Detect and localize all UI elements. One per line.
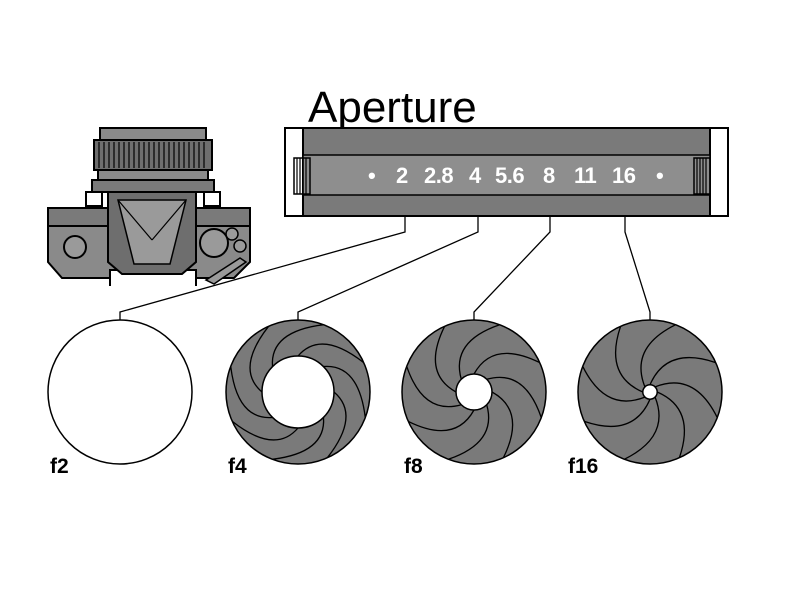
diaphragm-blade	[640, 324, 676, 388]
aperture-opening	[642, 384, 658, 400]
connector-f4	[297, 216, 479, 322]
diaphragm-blade	[434, 326, 457, 393]
diaphragm-blade	[649, 356, 716, 386]
diaphragm-blade	[326, 391, 347, 459]
diaphragm-blade	[230, 366, 273, 419]
diaphragm-blade	[297, 343, 365, 364]
diaphragm-blade	[486, 376, 542, 418]
connector-f8	[473, 216, 551, 322]
fstop-11: 11	[574, 163, 597, 188]
fstop-5-6: 5.6	[495, 163, 524, 188]
diaphragm-f8: f8	[401, 319, 547, 478]
diaphragm-blade	[272, 417, 325, 460]
connector-f16	[624, 216, 651, 322]
diaphragm-blade	[458, 324, 500, 380]
diaphragm-f4: f4	[225, 319, 371, 478]
diaphragm-blade	[582, 366, 646, 402]
fstop-2: 2	[396, 163, 408, 188]
diaphragm-blade	[408, 409, 475, 432]
aperture-opening	[261, 355, 335, 429]
diaphragm-blade	[473, 352, 540, 375]
diaphragm-blade	[448, 404, 490, 460]
diaphragm-blade	[624, 396, 660, 460]
diaphragm-outline	[47, 319, 193, 465]
connector-f2	[119, 216, 406, 322]
aperture-label-f8: f8	[404, 455, 423, 478]
diaphragm-blade	[406, 366, 462, 408]
fstop-8: 8	[543, 163, 555, 188]
diaphragm-blade	[231, 420, 299, 441]
diaphragm-blade	[271, 324, 324, 367]
aperture-label-f16: f16	[568, 455, 598, 478]
diaphragm-blade	[584, 398, 651, 428]
fstop-4: 4	[469, 163, 482, 188]
aperture-label-f2: f2	[50, 455, 69, 478]
ring-dot-left: •	[368, 163, 375, 188]
diaphragm-blade	[491, 391, 514, 458]
diaphragm-f16: f16	[568, 319, 723, 478]
fstop-2-8: 2.8	[424, 163, 453, 188]
camera-icon	[47, 127, 251, 286]
diaphragm-f2: f2	[47, 319, 193, 478]
ring-dot-right: •	[656, 163, 663, 188]
aperture-ring	[284, 127, 729, 217]
aperture-opening	[455, 373, 493, 411]
diaphragm-blade	[323, 365, 366, 418]
connector-lines	[119, 216, 651, 322]
fstop-16: 16	[612, 163, 636, 188]
diaphragm-blade	[249, 325, 270, 393]
page-title: Aperture	[308, 83, 477, 132]
diaphragm-blade	[614, 326, 644, 393]
diaphragm-blade	[656, 391, 686, 458]
aperture-label-f4: f4	[228, 455, 247, 478]
diaphragm-blade	[654, 382, 718, 418]
